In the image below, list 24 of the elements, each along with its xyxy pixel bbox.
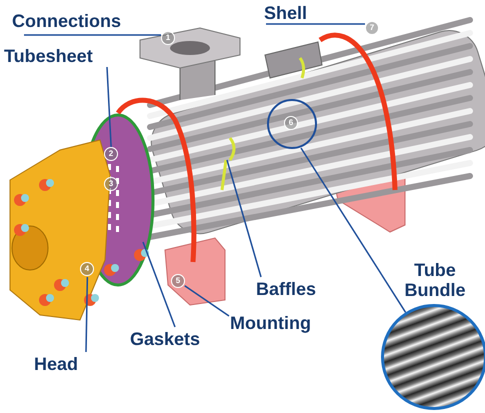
- callout-number: 3: [104, 177, 118, 191]
- callout-number: 1: [161, 31, 175, 45]
- part-label: Shell: [264, 3, 308, 23]
- leader-line: [106, 66, 112, 148]
- part-label: Gaskets: [130, 329, 200, 349]
- leader-line: [142, 242, 176, 328]
- leader-line: [266, 23, 365, 25]
- callout-number: 7: [365, 21, 379, 35]
- leader-line: [226, 160, 262, 278]
- part-label: Mounting: [230, 313, 311, 333]
- leader-line: [300, 148, 406, 313]
- part-label: Tubesheet: [4, 46, 93, 66]
- callout-number: 2: [104, 147, 118, 161]
- callout-number: 6: [284, 116, 298, 130]
- part-label: Baffles: [256, 279, 316, 299]
- part-label: Tube Bundle: [404, 260, 466, 300]
- leader-line: [24, 34, 161, 36]
- part-label: Connections: [12, 11, 122, 31]
- leader-line: [85, 276, 88, 352]
- leader-line: [184, 285, 230, 317]
- callout-number: 5: [171, 274, 185, 288]
- magnifier-circle: [267, 99, 317, 149]
- callout-number: 4: [80, 262, 94, 276]
- part-label: Head: [34, 354, 78, 374]
